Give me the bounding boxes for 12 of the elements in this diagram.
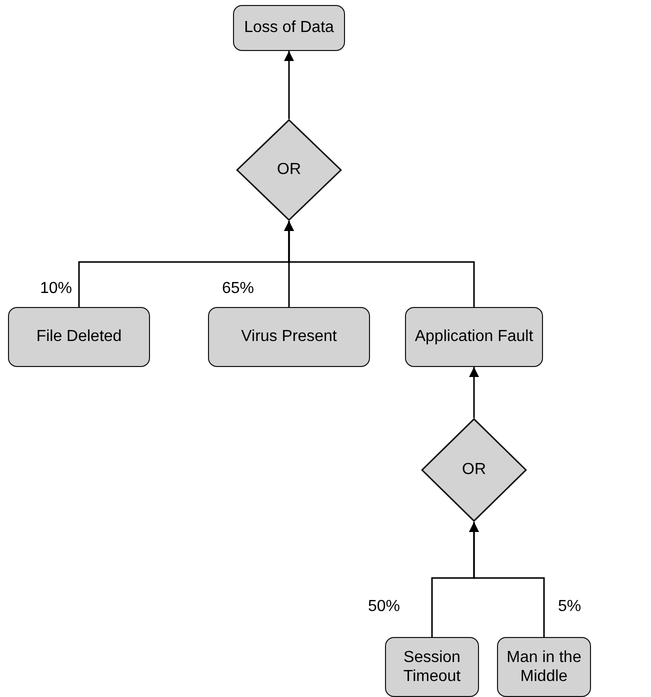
- gate-label: OR: [277, 161, 301, 179]
- event-box: Application Fault: [405, 307, 543, 367]
- connector-arrow: [284, 221, 475, 307]
- connector-arrow: [469, 522, 545, 637]
- event-box: Session Timeout: [385, 637, 479, 697]
- gate-label: OR: [462, 461, 486, 479]
- event-box: Loss of Data: [233, 5, 345, 51]
- event-box: Virus Present: [208, 307, 370, 367]
- connector-arrow: [284, 51, 294, 119]
- event-box: File Deleted: [8, 307, 150, 367]
- event-box: Man in the Middle: [497, 637, 591, 697]
- connector-arrow: [469, 367, 479, 418]
